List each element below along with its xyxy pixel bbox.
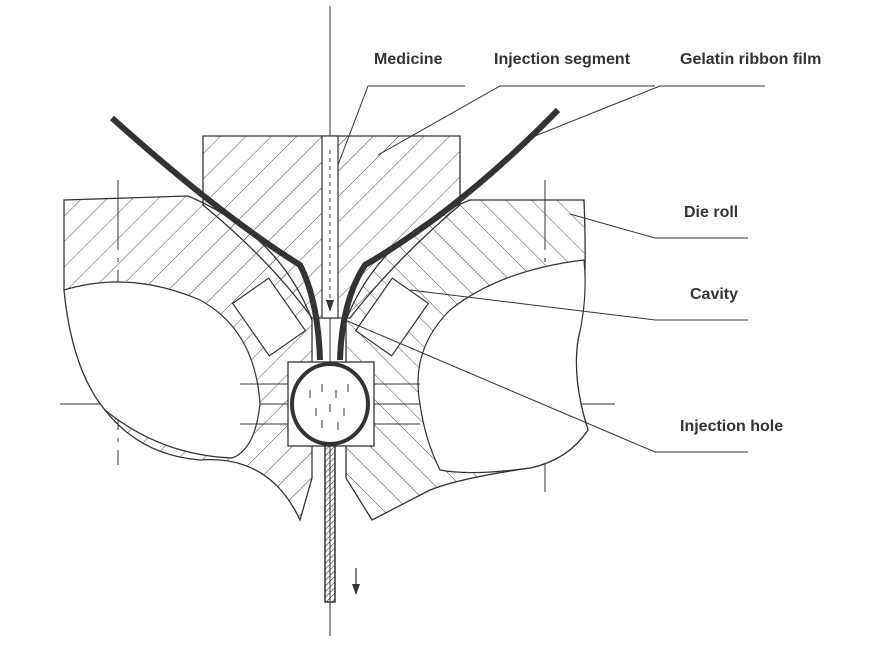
medicine-flow-arrow xyxy=(326,300,334,312)
leader-lines xyxy=(337,85,765,453)
leader-die-roll xyxy=(569,213,748,239)
left-cavity xyxy=(231,277,307,357)
capsule-medicine-fill xyxy=(309,384,349,430)
leader-cavity xyxy=(409,289,748,321)
label-gelatin-ribbon-film: Gelatin ribbon film xyxy=(680,51,822,68)
label-injection-segment: Injection segment xyxy=(494,51,631,68)
output-direction-arrow xyxy=(352,584,360,595)
label-injection-hole: Injection hole xyxy=(680,418,784,435)
output-ribbon xyxy=(324,443,336,603)
left-ribbon-texture xyxy=(110,116,322,361)
right-cavity xyxy=(354,277,430,357)
medicine-channel xyxy=(321,135,339,319)
leader-gelatin-ribbon xyxy=(524,85,765,141)
right-roll-bore xyxy=(417,259,589,474)
label-cavity: Cavity xyxy=(690,286,739,303)
leader-medicine xyxy=(337,85,465,166)
label-die-roll: Die roll xyxy=(684,204,739,221)
left-roll-bore xyxy=(63,281,261,459)
leader-injection-segment xyxy=(377,85,655,156)
right-ribbon-texture xyxy=(338,108,560,361)
label-medicine: Medicine xyxy=(374,51,443,68)
leader-injection-hole xyxy=(344,319,748,453)
